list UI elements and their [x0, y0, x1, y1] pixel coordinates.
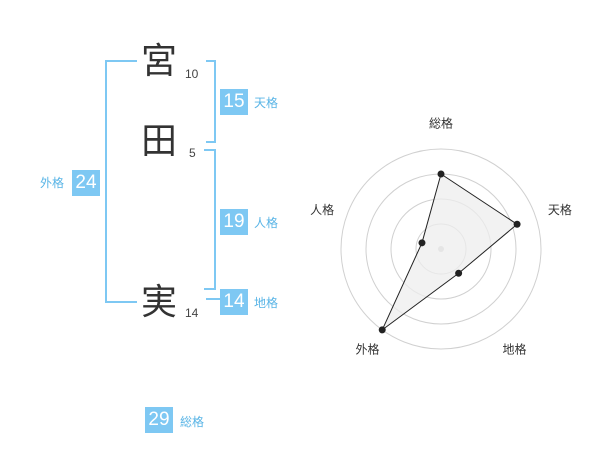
name-char-2: 田 [141, 121, 178, 162]
gaikaku-value: 24 [72, 170, 100, 196]
jinkaku-label: 人格 [254, 216, 279, 230]
tenkaku-label: 天格 [254, 96, 279, 110]
radar-point [378, 326, 386, 334]
radar-point [418, 239, 426, 247]
radar-axis-label: 天格 [548, 202, 572, 217]
radar-axis-label: 外格 [356, 342, 380, 357]
radar-point [513, 220, 521, 228]
radar-axis-label: 人格 [310, 202, 334, 217]
radar-point [455, 269, 463, 277]
name-char-3: 実 [141, 282, 178, 323]
radar-axis-label: 地格 [502, 342, 526, 357]
gaikaku-bracket [105, 60, 137, 303]
name-char-2-strokes: 5 [189, 146, 196, 160]
name-char-1-strokes: 10 [185, 67, 199, 81]
tenkaku-bracket [206, 60, 216, 143]
tenkaku-value: 15 [220, 89, 248, 115]
chikaku-value: 14 [220, 289, 248, 315]
chikaku-label: 地格 [254, 296, 279, 310]
name-char-1: 宮 [141, 41, 178, 82]
jinkaku-bracket [204, 149, 216, 290]
radar-axis-label: 総格 [429, 116, 453, 131]
radar-point [437, 170, 445, 178]
radar-polygon [381, 173, 518, 331]
soukaku-label: 総格 [180, 415, 205, 429]
soukaku-value: 29 [145, 407, 173, 433]
radar-ring [340, 148, 542, 350]
chikaku-connector [206, 298, 220, 300]
name-char-3-strokes: 14 [185, 306, 199, 320]
gaikaku-label: 外格 [40, 176, 65, 190]
jinkaku-value: 19 [220, 209, 248, 235]
